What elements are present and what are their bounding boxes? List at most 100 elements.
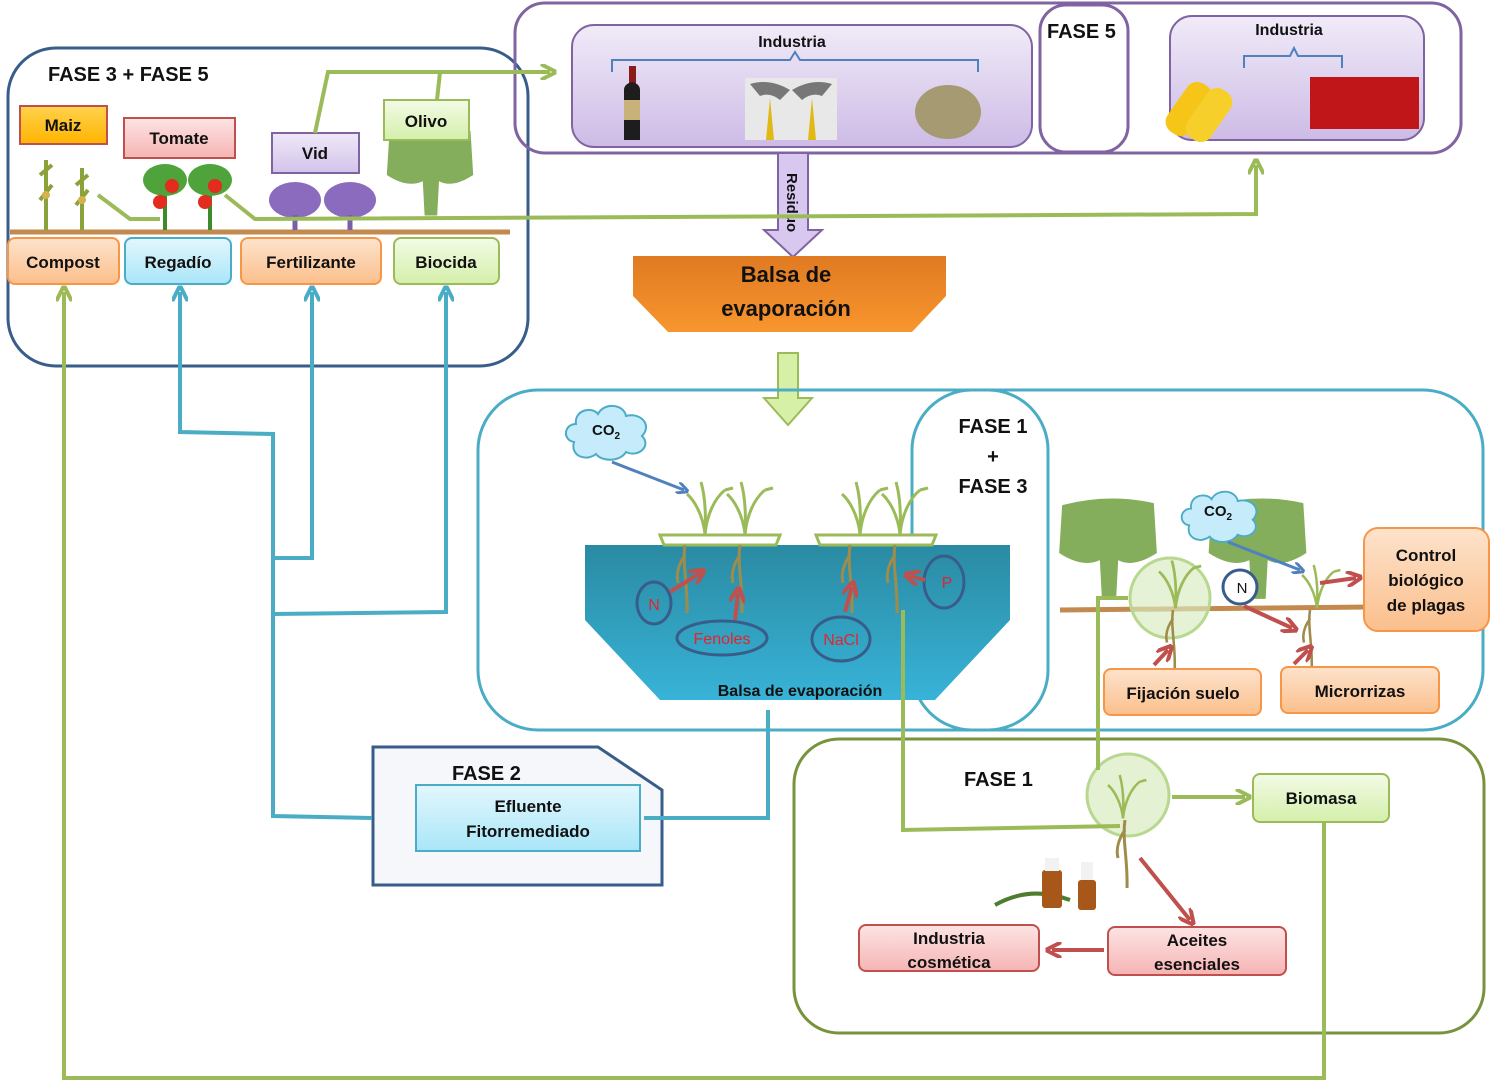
effluent-to-regadio-line: [180, 292, 373, 820]
fase1-fase3-line1: FASE 1: [959, 416, 1028, 438]
roots-icon: [1301, 610, 1314, 670]
svg-text:cosmética: cosmética: [907, 953, 991, 972]
effluent-to-biocida-line: [272, 292, 446, 616]
input-regadio: Regadío: [124, 237, 232, 285]
svg-text:Fitorremediado: Fitorremediado: [466, 822, 590, 841]
micorrizas-box: Microrrizas: [1280, 666, 1440, 714]
pond-to-effluent-line: [644, 710, 770, 820]
raft-left: [657, 533, 783, 547]
corn-plant-icon: [38, 160, 90, 230]
raft-right: [813, 533, 939, 547]
fase3-fase5-container: [6, 46, 530, 368]
crop-maiz: Maiz: [19, 105, 108, 145]
plant-icon: [725, 480, 775, 536]
svg-text:Olivo: Olivo: [405, 112, 448, 131]
input-biocida: Biocida: [393, 237, 500, 285]
solute-n: N: [635, 580, 673, 626]
aceites-arrow: [1138, 856, 1190, 920]
svg-text:de plagas: de plagas: [1387, 596, 1465, 615]
vid-olivo-to-industry-line: [313, 72, 550, 134]
plant-highlight-circle: [1085, 752, 1171, 838]
svg-text:Fertilizante: Fertilizante: [266, 253, 356, 272]
olive-oil-icon: [745, 78, 837, 140]
svg-text:Balsa de: Balsa de: [741, 262, 832, 287]
fijacion-arrow: [1152, 650, 1168, 667]
aceites-esenciales-box: Aceites esenciales: [1107, 926, 1287, 976]
uptake-arrow: [910, 576, 926, 580]
uptake-arrow: [668, 573, 700, 594]
svg-text:Efluente: Efluente: [494, 797, 561, 816]
control-biologico-box: Control biológico de plagas: [1363, 527, 1490, 632]
svg-text:Control: Control: [1396, 546, 1456, 565]
svg-text:Industria: Industria: [913, 929, 985, 948]
tomato-preserve-icon: [1310, 77, 1419, 129]
svg-text:Residuo: Residuo: [783, 173, 800, 232]
solute-fenoles: Fenoles: [675, 619, 769, 657]
ground-line-right: [1059, 604, 1371, 613]
tree-plant-to-fase1-line: [1096, 596, 1128, 770]
plant-icon: [685, 480, 735, 536]
tomato-plant-icon: [143, 164, 232, 230]
biomasa-to-compost-line: [64, 292, 1326, 1080]
svg-text:Biomasa: Biomasa: [1286, 789, 1357, 808]
crop-vid: Vid: [271, 132, 360, 174]
svg-text:P: P: [942, 575, 953, 592]
svg-text:Vid: Vid: [302, 144, 328, 163]
essential-oil-icon: [994, 858, 1096, 910]
plant-icon: [1300, 563, 1342, 610]
nitrogen-arrow: [1243, 604, 1292, 628]
effluent-to-fertilizante-line: [273, 292, 312, 560]
co2-label-right: CO2: [1204, 503, 1233, 523]
fijacion-suelo-box: Fijación suelo: [1103, 668, 1262, 716]
crop-tomate: Tomate: [123, 117, 236, 159]
corn-icon: [1165, 81, 1233, 143]
fase1-label: FASE 1: [964, 769, 1033, 791]
fase1-container: [792, 737, 1486, 1035]
fase2-label: FASE 2: [452, 763, 521, 785]
residuo-arrow: Residuo: [761, 152, 825, 259]
svg-text:Biocida: Biocida: [415, 253, 477, 272]
svg-text:Maiz: Maiz: [45, 116, 82, 135]
nitrogen-badge: N: [1221, 568, 1259, 606]
olivo-connector: [435, 71, 442, 101]
svg-text:Regadío: Regadío: [144, 253, 211, 272]
input-fertilizante: Fertilizante: [240, 237, 382, 285]
efluente-box: Efluente Fitorremediado: [415, 784, 641, 852]
industry-label-2: Industria: [1255, 22, 1323, 39]
svg-text:NaCl: NaCl: [823, 632, 859, 649]
svg-text:esenciales: esenciales: [1154, 955, 1240, 974]
olive-icon: [915, 85, 981, 139]
solute-p: P: [922, 554, 966, 610]
svg-text:Fijación suelo: Fijación suelo: [1126, 684, 1239, 703]
svg-text:Tomate: Tomate: [149, 129, 208, 148]
control-arrow: [1319, 578, 1356, 583]
pond-to-fase1-line: [901, 610, 1121, 833]
industry-bracket-2: [1243, 45, 1343, 68]
svg-text:Fenoles: Fenoles: [694, 631, 751, 648]
fase5-label: FASE 5: [1047, 21, 1116, 43]
svg-text:Aceites: Aceites: [1167, 931, 1227, 950]
balsa-evaporacion-box: Balsa de evaporación: [633, 256, 946, 332]
fase1-fase3-line2: +: [987, 446, 999, 468]
plant-highlight-circle: [1128, 556, 1212, 640]
co2-arrow: [611, 460, 684, 490]
svg-text:evaporación: evaporación: [721, 296, 851, 321]
svg-text:N: N: [648, 597, 660, 614]
biomasa-box: Biomasa: [1252, 773, 1390, 823]
vine-plant-icon: [269, 182, 376, 230]
co2-label: CO2: [592, 422, 621, 442]
solute-nacl: NaCl: [810, 615, 872, 663]
co2-arrow: [1227, 540, 1300, 570]
fase5-box: [1038, 3, 1130, 154]
wine-bottle-icon: [624, 66, 640, 140]
plant-icon: [880, 480, 930, 536]
svg-text:biológico: biológico: [1388, 571, 1464, 590]
input-compost: Compost: [7, 237, 120, 285]
uptake-arrow: [735, 593, 738, 621]
svg-text:Microrrizas: Microrrizas: [1315, 682, 1406, 701]
fase3-fase5-label: FASE 3 + FASE 5: [48, 64, 209, 86]
industry-label-1: Industria: [758, 34, 826, 51]
industry-bracket-1: [611, 50, 979, 72]
svg-text:Compost: Compost: [26, 253, 100, 272]
